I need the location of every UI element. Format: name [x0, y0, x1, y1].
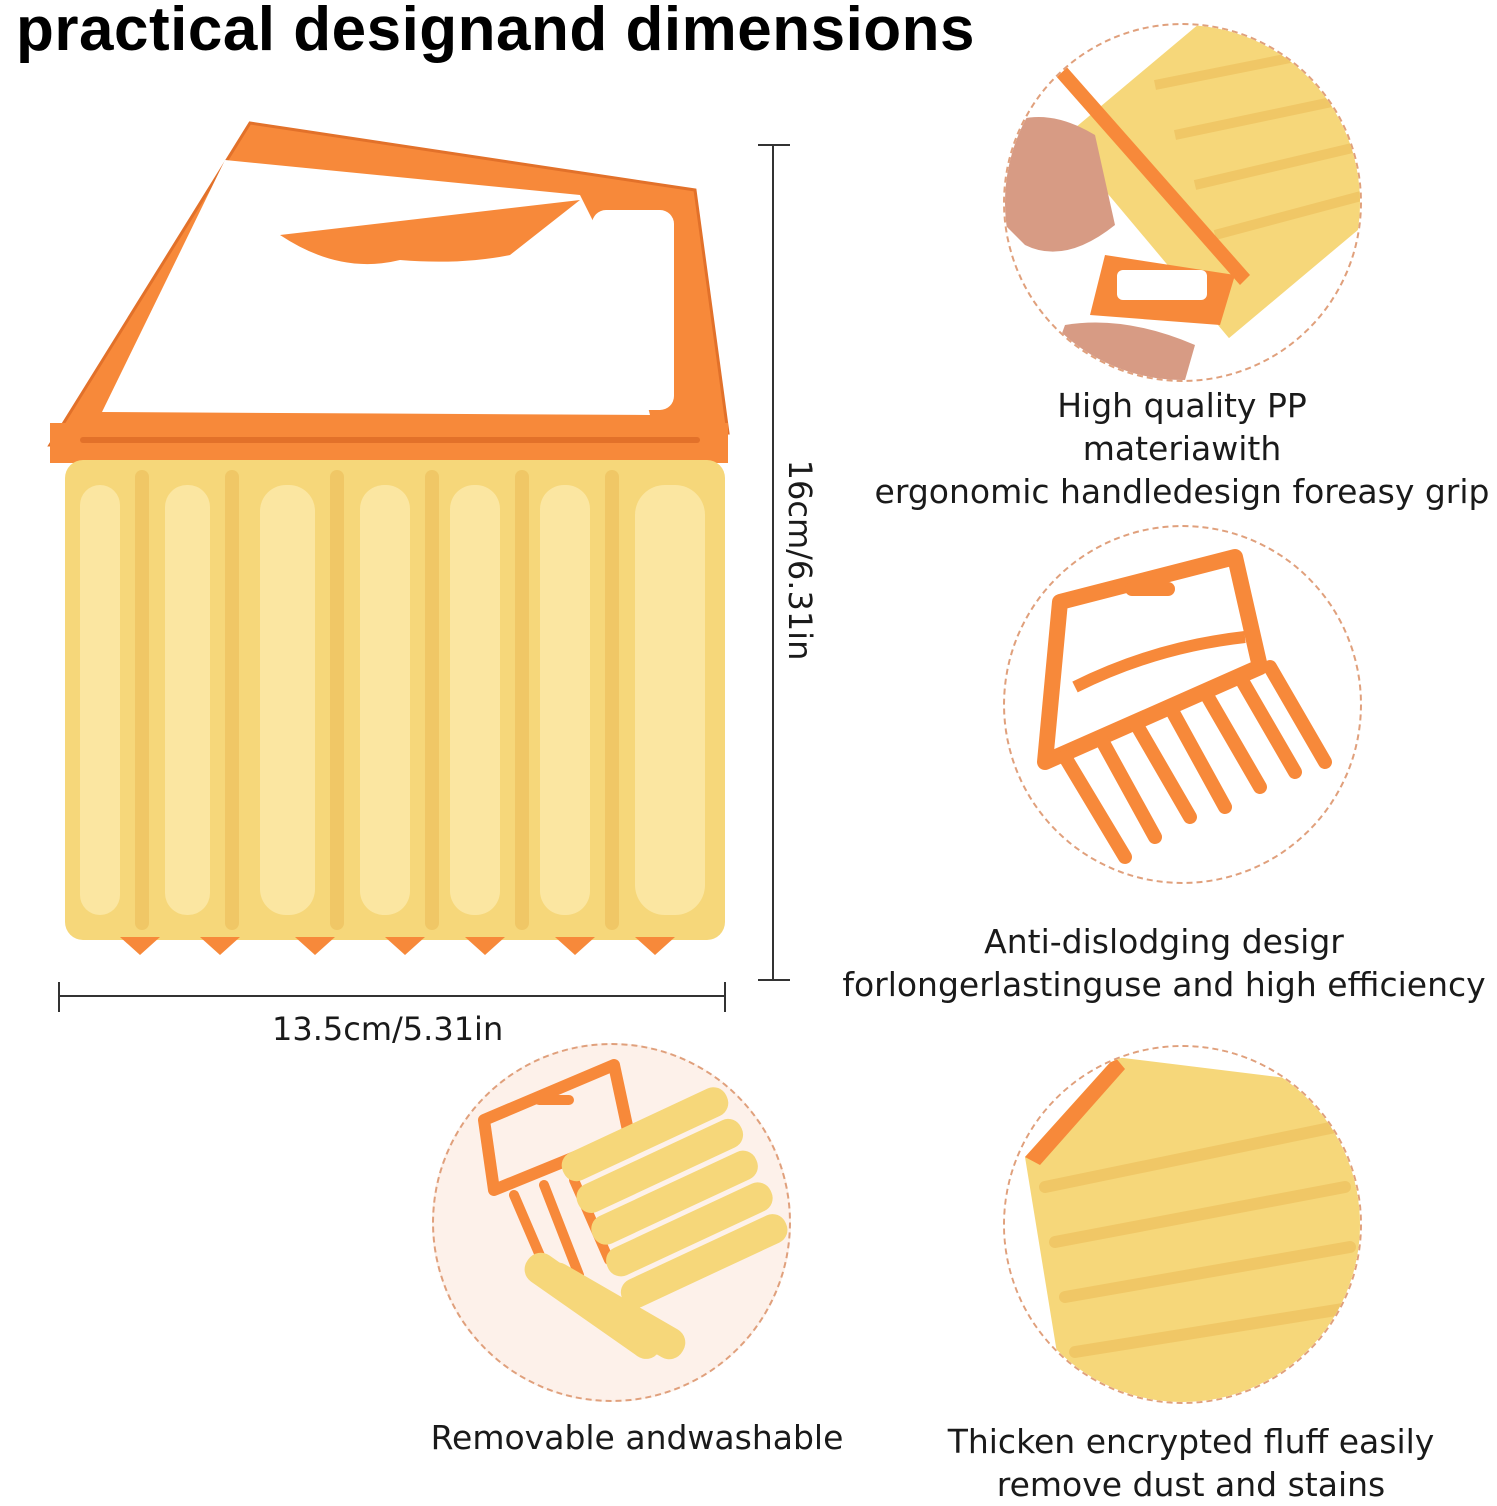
caption-line: materiawith	[1082, 429, 1282, 468]
main-product-image	[47, 121, 730, 955]
caption-line: remove dust and stains	[996, 1465, 1386, 1504]
width-label: 13.5cm/5.31in	[272, 1010, 504, 1048]
width-dimension-line	[58, 982, 726, 1012]
caption-line: ergonomic handledesign foreasy grip	[874, 472, 1490, 511]
feature-caption-fluff: Thicken encrypted fluff easily remove du…	[948, 1420, 1435, 1506]
feature-caption-grip: High quality PP materiawith ergonomic ha…	[875, 384, 1490, 513]
caption-line: Removable andwashable	[430, 1418, 844, 1457]
feature-caption-removable: Removable andwashable	[431, 1416, 844, 1459]
height-dimension-line	[758, 144, 790, 981]
feature-caption-frame: Anti-dislodging desigr forlongerlastingu…	[842, 920, 1485, 1006]
feature-image-removable	[432, 1043, 791, 1402]
feature-image-frame	[1003, 525, 1362, 884]
caption-line: High quality PP	[1057, 386, 1307, 425]
page-title: practical designand dimensions	[16, 0, 976, 64]
height-label: 16cm/6.31in	[781, 459, 819, 661]
feature-image-fluff	[1003, 1045, 1362, 1404]
caption-line: forlongerlastinguse and high efficiency	[842, 965, 1486, 1004]
feature-image-grip	[1003, 23, 1362, 382]
caption-line: Anti-dislodging desigr	[984, 922, 1344, 961]
caption-line: Thicken encrypted fluff easily	[947, 1422, 1435, 1461]
